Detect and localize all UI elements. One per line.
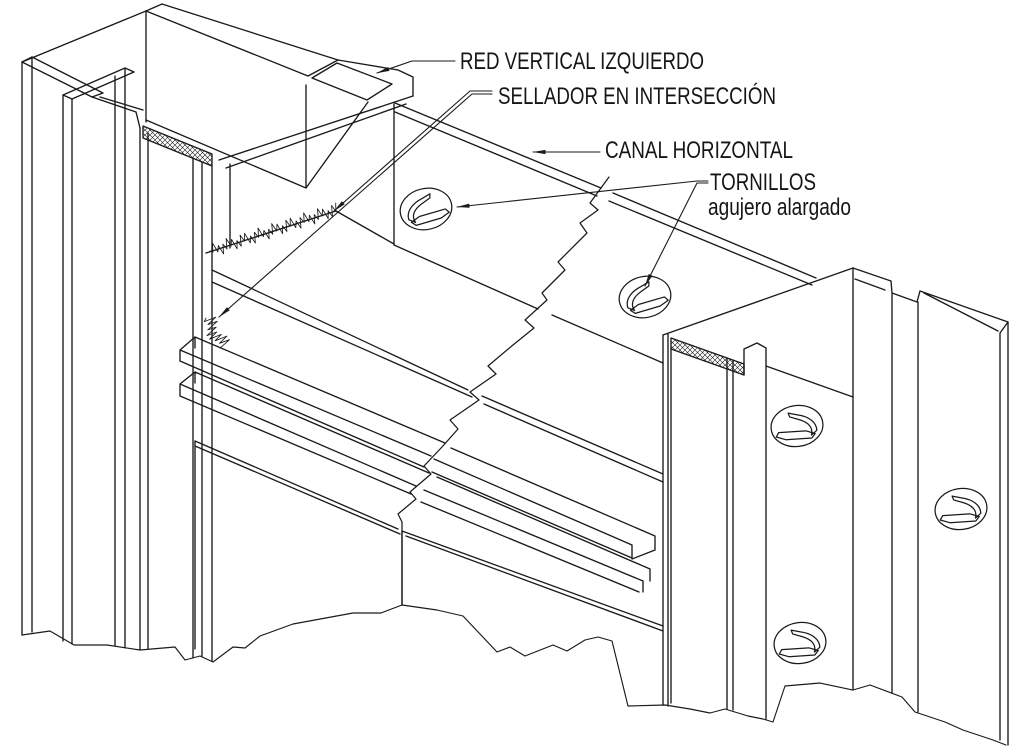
shelf-plate: [431, 447, 656, 560]
torn-edge: [21, 604, 1007, 746]
profile-line: [662, 267, 854, 336]
profile-line: [999, 321, 1009, 746]
top-flange-edge: [608, 192, 817, 286]
left-mullion-profile: [21, 10, 213, 662]
profile-line: [21, 10, 147, 63]
profile-line: [145, 84, 369, 189]
label-tornillos: TORNILLOS: [710, 169, 816, 196]
right-mullion-profile: [662, 267, 1009, 746]
notch-opening: [311, 62, 393, 101]
profile-line: [62, 94, 73, 645]
screw-icon: [614, 270, 676, 324]
profile-line: [21, 56, 104, 98]
sealant-squiggle: [203, 316, 230, 349]
break-line: [397, 176, 610, 606]
left-mullion-head-channel: [145, 3, 414, 254]
profile-line: [765, 359, 854, 720]
leader-sellador-a: [333, 90, 493, 212]
profile-line: [114, 67, 126, 649]
profile-line: [891, 292, 919, 713]
profile-line: [145, 3, 339, 77]
bottom-flange: [194, 440, 401, 650]
bottom-flange: [401, 530, 664, 632]
leader-tornillos-a: [456, 180, 709, 208]
profile-line: [192, 157, 213, 662]
rim-tab: [743, 342, 767, 376]
gasket-hatch-right: [670, 337, 745, 376]
leader-sellador-b: [218, 93, 493, 318]
top-flange-edge: [394, 102, 602, 197]
profile-line: [62, 67, 135, 100]
leader-red-vertical: [376, 60, 456, 74]
label-tornillos-note: agujero alargado: [708, 194, 851, 221]
screw-icon: [395, 182, 457, 236]
gasket-hatch-left: [142, 125, 213, 167]
label-canal: CANAL HORIZONTAL: [605, 137, 793, 164]
sealant-marks: [203, 202, 337, 349]
profile-line: [670, 348, 734, 711]
horizontal-channel: [179, 102, 817, 650]
shelf-plate: [420, 476, 651, 593]
callout-labels: RED VERTICAL IZQUIERDO SELLADOR EN INTER…: [460, 48, 851, 221]
profile-line: [229, 103, 395, 249]
profile-line: [854, 278, 999, 332]
screw-icon: [770, 618, 830, 668]
profile-line: [139, 127, 149, 651]
profile-line: [852, 267, 1009, 323]
profile-line: [91, 96, 144, 129]
leader-lines: [218, 60, 709, 318]
sealant-squiggle: [209, 202, 337, 255]
leader-tornillos-b: [644, 182, 709, 287]
inner-edge: [211, 281, 664, 483]
rim-edge: [218, 95, 414, 169]
shelf-plate: [179, 336, 446, 468]
screw-fasteners: [395, 182, 991, 668]
screw-icon: [931, 484, 991, 534]
profile-line: [662, 333, 669, 707]
inner-edge: [211, 269, 664, 475]
screw-icon: [767, 401, 827, 451]
label-sellador: SELLADOR EN INTERSECCIÓN: [498, 83, 776, 110]
web-bottom-edge: [393, 244, 664, 364]
shelf-plate: [179, 371, 430, 495]
label-red-vertical: RED VERTICAL IZQUIERDO: [460, 48, 704, 75]
